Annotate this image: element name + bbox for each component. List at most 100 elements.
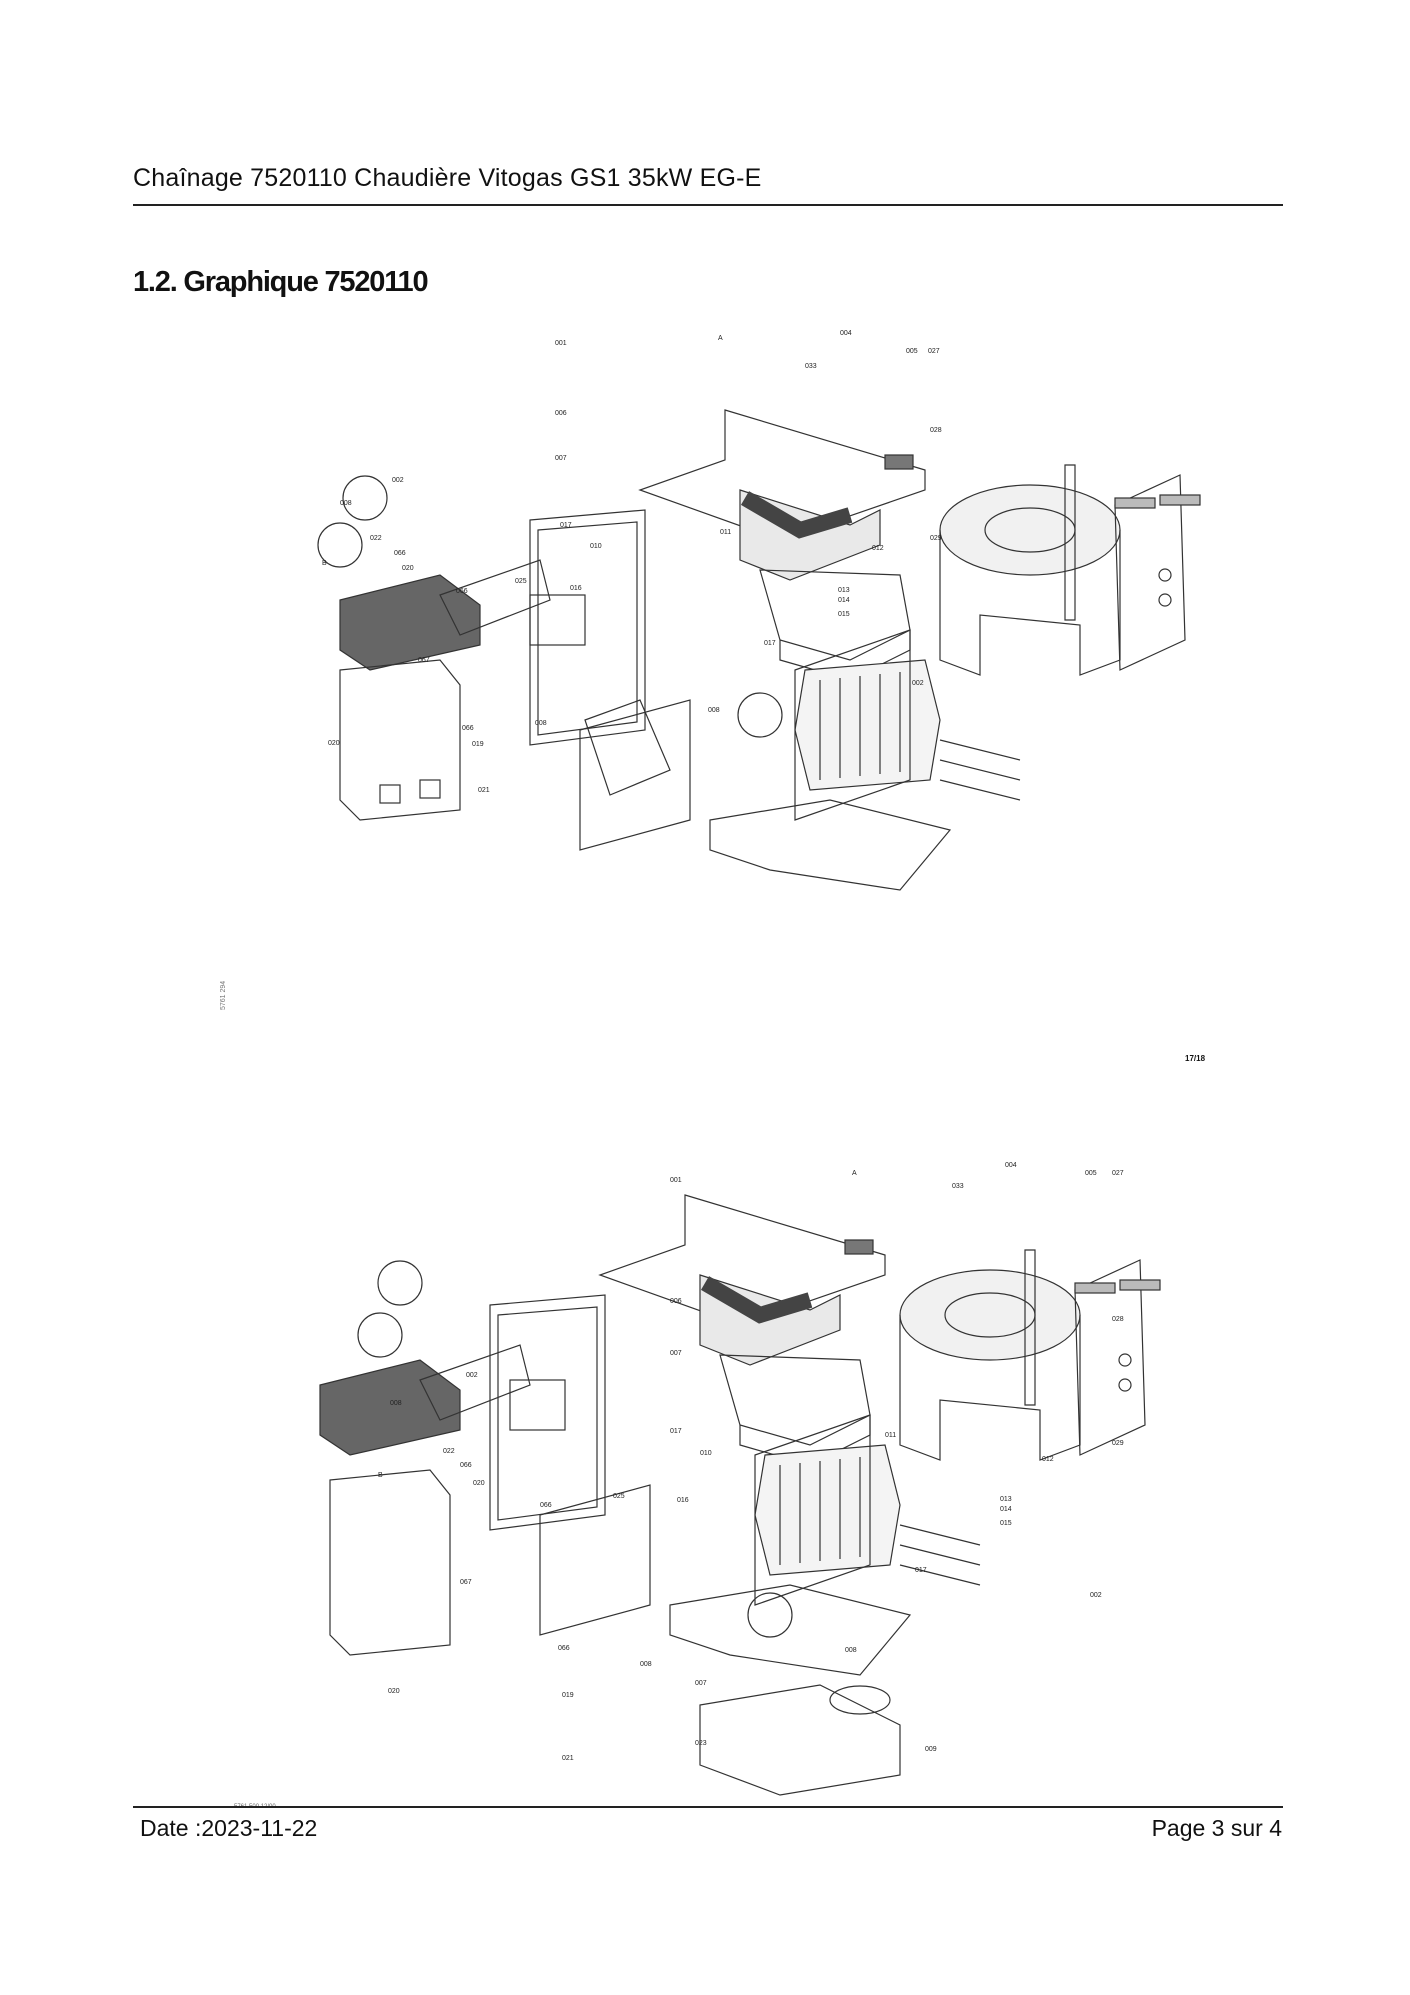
callout-001: 001 bbox=[670, 1177, 682, 1184]
callout-028: 028 bbox=[930, 427, 942, 434]
exploded-diagram-bottom: 001 A 004 005 027 033 006 007 008 002 02… bbox=[319, 1162, 1161, 1796]
callout-A: A bbox=[852, 1170, 857, 1177]
part-bracket-right bbox=[1114, 474, 1186, 671]
callout-019: 019 bbox=[562, 1692, 574, 1699]
callout-007b: 007 bbox=[695, 1680, 707, 1687]
callout-009: 009 bbox=[925, 1746, 937, 1753]
callout-020b: 020 bbox=[328, 740, 340, 747]
callout-020b: 020 bbox=[388, 1688, 400, 1695]
callout-022: 022 bbox=[370, 535, 382, 542]
part-control-box bbox=[339, 574, 481, 671]
callout-012: 012 bbox=[1042, 1456, 1054, 1463]
callout-008c: 008 bbox=[708, 707, 720, 714]
part-pipes bbox=[939, 739, 1021, 801]
callout-015: 015 bbox=[1000, 1520, 1012, 1527]
callout-066c: 066 bbox=[462, 725, 474, 732]
part-connector-detail bbox=[342, 475, 388, 521]
callout-029: 029 bbox=[930, 535, 942, 542]
part-draft-hood bbox=[759, 569, 911, 661]
callout-010: 010 bbox=[590, 543, 602, 550]
callout-015: 015 bbox=[838, 611, 850, 618]
callout-012: 012 bbox=[872, 545, 884, 552]
callout-014: 014 bbox=[838, 597, 850, 604]
callout-020: 020 bbox=[473, 1480, 485, 1487]
callout-033: 033 bbox=[952, 1183, 964, 1190]
callout-066c: 066 bbox=[558, 1645, 570, 1652]
callout-017: 017 bbox=[670, 1428, 682, 1435]
callout-002b: 002 bbox=[912, 680, 924, 687]
callout-025: 025 bbox=[613, 1493, 625, 1500]
callout-010: 010 bbox=[700, 1450, 712, 1457]
footer-rule bbox=[133, 1806, 1283, 1808]
callout-023: 023 bbox=[695, 1740, 707, 1747]
callout-005: 005 bbox=[906, 348, 918, 355]
figure-number: 17/18 bbox=[1185, 1054, 1206, 1063]
part-label-plate bbox=[884, 454, 914, 470]
callout-008c: 008 bbox=[640, 1661, 652, 1668]
callout-016: 016 bbox=[677, 1497, 689, 1504]
callout-008: 008 bbox=[390, 1400, 402, 1407]
callout-014: 014 bbox=[1000, 1506, 1012, 1513]
part-control-bracket bbox=[584, 699, 671, 796]
callout-008b: 008 bbox=[535, 720, 547, 727]
callout-027: 027 bbox=[928, 348, 940, 355]
callout-011: 011 bbox=[885, 1432, 896, 1439]
part-side-frame-left bbox=[529, 509, 646, 746]
callout-011: 011 bbox=[720, 529, 731, 536]
part-side-panel-right bbox=[794, 629, 911, 821]
callout-017b: 017 bbox=[915, 1567, 927, 1574]
callout-067: 067 bbox=[460, 1579, 472, 1586]
callout-017: 017 bbox=[560, 522, 572, 529]
exploded-diagram-top: 001 A 004 005 027 033 006 007 008 002 02… bbox=[317, 330, 1201, 891]
callout-B: B bbox=[322, 560, 327, 567]
callout-066: 066 bbox=[460, 1462, 472, 1469]
footer-date: Date :2023-11-22 bbox=[140, 1815, 318, 1841]
callout-B: B bbox=[378, 1472, 383, 1479]
callout-066b: 066 bbox=[456, 588, 468, 595]
callout-005: 005 bbox=[1085, 1170, 1097, 1177]
callout-002b: 002 bbox=[1090, 1592, 1102, 1599]
header-rule bbox=[133, 204, 1283, 206]
callout-027: 027 bbox=[1112, 1170, 1124, 1177]
callout-021: 021 bbox=[478, 787, 490, 794]
callout-001: 001 bbox=[555, 340, 567, 347]
callout-004: 004 bbox=[840, 330, 852, 337]
callout-022: 022 bbox=[443, 1448, 455, 1455]
callout-002: 002 bbox=[392, 477, 404, 484]
part-side-frame-left bbox=[489, 1294, 606, 1531]
part-cylinder bbox=[439, 559, 551, 636]
callout-004: 004 bbox=[1005, 1162, 1017, 1169]
callout-033: 033 bbox=[805, 363, 817, 370]
callout-021: 021 bbox=[562, 1755, 574, 1762]
callout-066b: 066 bbox=[540, 1502, 552, 1509]
callout-013: 013 bbox=[1000, 1496, 1012, 1503]
callout-007: 007 bbox=[555, 455, 567, 462]
callout-002: 002 bbox=[466, 1372, 478, 1379]
callout-020: 020 bbox=[402, 565, 414, 572]
part-front-panel bbox=[339, 659, 461, 821]
part-draft-hood bbox=[719, 1354, 871, 1446]
callout-007: 007 bbox=[670, 1350, 682, 1357]
page-header-title: Chaînage 7520110 Chaudière Vitogas GS1 3… bbox=[133, 164, 762, 192]
callout-013: 013 bbox=[838, 587, 850, 594]
section-heading: 1.2. Graphique 7520110 bbox=[133, 266, 429, 298]
part-rail bbox=[1064, 464, 1076, 621]
callout-028: 028 bbox=[1112, 1316, 1124, 1323]
callout-066: 066 bbox=[394, 550, 406, 557]
part-draft-hood-lower bbox=[699, 1684, 901, 1796]
part-base-frame bbox=[709, 799, 952, 891]
callout-019: 019 bbox=[472, 741, 484, 748]
part-burner-body bbox=[939, 530, 1121, 676]
callout-006: 006 bbox=[670, 1298, 682, 1305]
footer-page-number: Page 3 sur 4 bbox=[1151, 1815, 1282, 1841]
callout-029: 029 bbox=[1112, 1440, 1124, 1447]
callout-025: 025 bbox=[515, 578, 527, 585]
side-note: 5761 294 bbox=[220, 980, 227, 1010]
callout-017b: 017 bbox=[764, 640, 776, 647]
callout-008b: 008 bbox=[845, 1647, 857, 1654]
callout-008: 008 bbox=[340, 500, 352, 507]
callout-016: 016 bbox=[570, 585, 582, 592]
part-control-housing bbox=[579, 699, 691, 851]
part-burner-top bbox=[939, 484, 1121, 576]
callout-006: 006 bbox=[555, 410, 567, 417]
